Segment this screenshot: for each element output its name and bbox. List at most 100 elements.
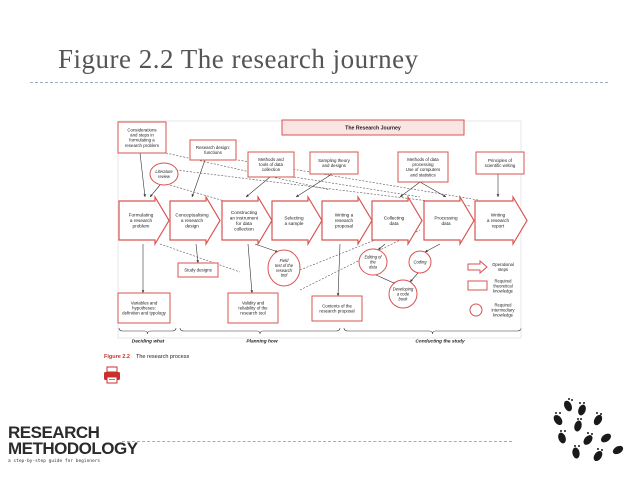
link-coding-codebook-head <box>410 279 413 282</box>
circle-literature-review <box>149 162 179 186</box>
box-data-collection-methods <box>247 151 295 178</box>
link-processing-processing <box>419 181 447 198</box>
logo-line-1: RESEARCH <box>8 423 100 442</box>
step-processing-data <box>423 194 475 247</box>
phase-deciding-what: Deciding what <box>132 339 165 345</box>
box-sampling-theory <box>309 151 359 175</box>
legend-arrow-icon <box>467 259 488 275</box>
step-selecting-sample <box>271 194 323 247</box>
journey-header-box <box>281 119 465 136</box>
box-study-designs-label: Study designs <box>184 268 212 273</box>
legend-box-icon <box>467 280 488 291</box>
step-writing-report <box>474 194 528 247</box>
link-proposal-contents <box>337 243 341 297</box>
circle-coding <box>408 250 432 274</box>
link-constructing-fieldtest <box>254 243 279 253</box>
circle-field-test <box>267 249 301 287</box>
step-collecting-data <box>371 194 423 247</box>
circle-coding-label: Coding <box>414 259 428 264</box>
link-writing-report-head <box>496 194 500 197</box>
link-literature-dashed-2 <box>175 169 471 207</box>
logo-line-2: METHODOLOGY <box>8 439 138 458</box>
link-literature-formulating-head <box>150 194 153 197</box>
figure-caption-label: Figure 2.2 <box>104 354 130 360</box>
logo-tagline: a step-by-step guide for beginners <box>8 459 101 464</box>
slide-title: Figure 2.2 The research journey <box>58 44 419 74</box>
link-constructing-validity <box>247 243 253 294</box>
link-collecting-editing-head <box>378 247 381 250</box>
link-design-conceptualising <box>191 159 206 198</box>
link-sampling-selecting <box>295 173 333 198</box>
box-design-functions-label: Research design:functions <box>196 145 230 155</box>
link-processing-collecting-head <box>400 194 403 197</box>
title-divider <box>30 82 608 83</box>
figure-caption-text: The research process <box>136 354 189 360</box>
logo: RESEARCH METHODOLOGY a step-by-step guid… <box>8 423 138 464</box>
box-study-designs <box>177 262 219 278</box>
footer-divider <box>122 441 512 442</box>
footprints-icon <box>552 398 624 462</box>
link-methods-dashed <box>293 176 421 198</box>
brace-deciding-what <box>118 327 177 335</box>
link-considerations-formulating-head <box>143 194 146 197</box>
phase-conducting-study: Conducting the study <box>415 339 465 345</box>
box-proposal-contents <box>311 295 363 322</box>
box-validity-reliability <box>227 292 279 324</box>
circle-editing-data <box>358 248 388 276</box>
print-icon[interactable] <box>104 366 120 384</box>
link-fieldtest-dashed <box>299 229 401 271</box>
link-processing-coding <box>424 243 441 253</box>
legend-circle-icon <box>469 303 483 317</box>
circle-code-book <box>388 279 418 309</box>
link-considerations-formulating <box>139 152 146 198</box>
link-conceptualising-studydesigns <box>195 243 199 264</box>
link-formulating-variables-head <box>141 290 145 293</box>
brace-conducting-study <box>343 327 522 335</box>
journey-header-label: The Research Journey <box>345 125 401 131</box>
link-processing-collecting <box>399 181 421 198</box>
box-variables-hypotheses <box>117 292 171 324</box>
link-constructing-validity-head <box>250 290 254 293</box>
link-editing-codebook <box>375 274 397 285</box>
step-conceptualising-design <box>169 194 221 247</box>
box-scientific-writing <box>475 151 525 175</box>
brace-planning-how <box>179 327 341 335</box>
link-design-conceptualising-head <box>191 194 195 197</box>
step-writing-proposal <box>321 194 373 247</box>
box-design-functions <box>189 139 237 161</box>
link-proposal-contents-head <box>336 293 340 296</box>
step-constructing-instrument <box>221 194 273 247</box>
link-formulating-dashed <box>159 243 241 273</box>
step-formulating-problem <box>118 194 170 247</box>
box-data-processing-methods <box>397 151 449 183</box>
link-sampling-selecting-head <box>296 194 299 197</box>
box-considerations <box>117 121 167 154</box>
link-methods-constructing-head <box>246 194 249 197</box>
link-processing-coding-head <box>425 249 428 252</box>
link-conceptualising-studydesigns-head <box>196 260 200 263</box>
